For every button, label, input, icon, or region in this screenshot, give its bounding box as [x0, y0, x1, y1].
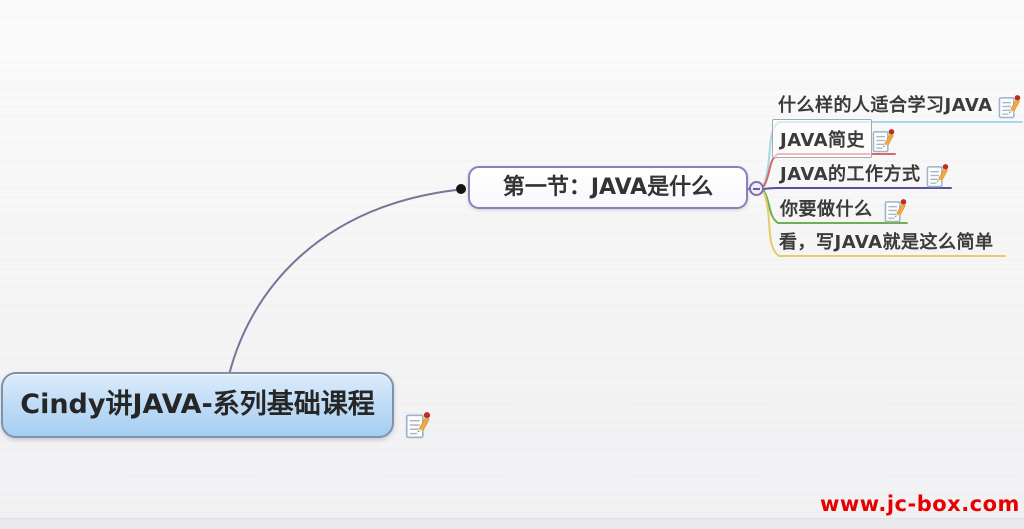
note-icon[interactable]: [872, 128, 895, 153]
root-topic[interactable]: Cindy讲JAVA-系列基础课程: [1, 372, 394, 438]
note-icon[interactable]: [998, 94, 1021, 119]
subtopic-3[interactable]: JAVA的工作方式: [780, 164, 921, 185]
connector-root-to-central: [228, 189, 457, 376]
connector-anchor-dot: [456, 184, 466, 194]
subtopic-4[interactable]: 你要做什么: [780, 199, 873, 220]
note-icon[interactable]: [884, 198, 907, 223]
note-icon[interactable]: [926, 163, 949, 188]
subtopic-2[interactable]: JAVA简史: [780, 130, 866, 151]
canvas-bottom-edge: [0, 518, 1024, 529]
branch-line-3: [763, 187, 952, 190]
subtopic-1[interactable]: 什么样的人适合学习JAVA: [778, 95, 993, 116]
subtopic-5[interactable]: 看，写JAVA就是这么简单: [779, 232, 994, 253]
note-icon[interactable]: [405, 411, 431, 439]
collapse-button[interactable]: [749, 181, 764, 196]
central-topic[interactable]: 第一节：JAVA是什么: [468, 166, 748, 209]
watermark-text: www.jc-box.com: [820, 492, 1020, 516]
minus-icon: [753, 188, 760, 190]
subtopic-selection-box: [772, 119, 872, 158]
